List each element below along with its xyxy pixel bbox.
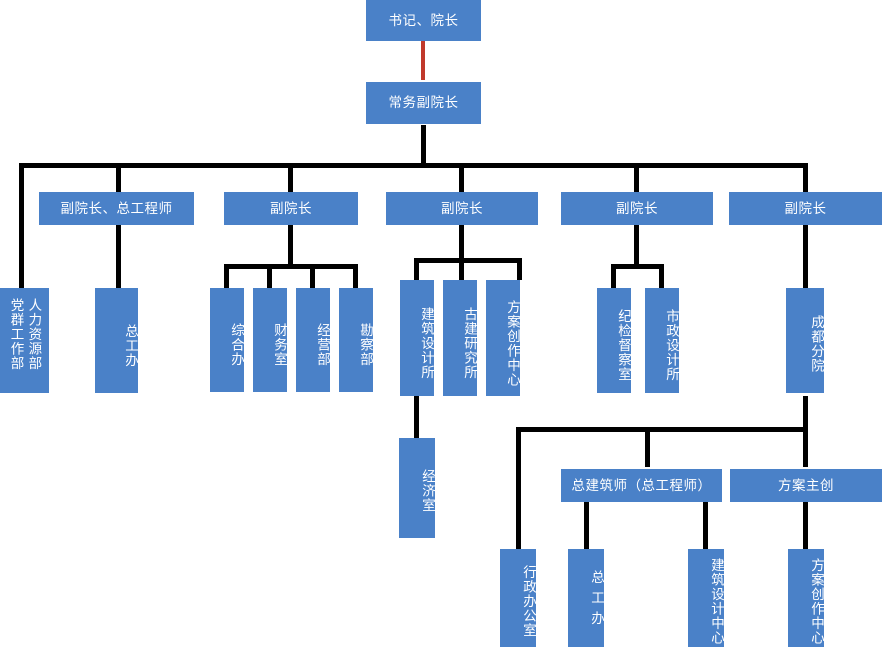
node-economics-office[interactable]: 经济室 <box>399 438 435 538</box>
node-vice-president-4-label: 副院长 <box>616 200 658 216</box>
connector-main-bus <box>19 163 808 168</box>
connector-vp4-to-municipal-design-institute <box>659 264 664 288</box>
connector-chengdu-branch-bus <box>516 427 808 432</box>
node-vice-president-3-label: 副院长 <box>441 200 483 216</box>
connector-vp3-to-architecture-institute <box>414 258 419 280</box>
node-survey-department[interactable]: 勘察部 <box>339 288 373 392</box>
connector-executive-vp-down <box>421 125 426 165</box>
connector-architecture-institute-to-economics-office <box>414 396 419 440</box>
node-president-label: 书记、院长 <box>388 12 459 28</box>
connector-vp3-to-scheme-creation-center <box>517 258 522 280</box>
connector-vp2-to-operations-dept <box>310 264 315 288</box>
node-scheme-lead-label: 方案主创 <box>778 477 834 493</box>
connector-vp2-to-survey-dept <box>353 264 358 288</box>
connector-vp2-down <box>288 224 293 266</box>
node-scheme-creation-center-branch-label: 方案创作中心 <box>809 557 824 645</box>
connector-vp3-to-ancient-architecture-institute <box>459 258 464 280</box>
connector-vp5-to-chengdu-branch <box>803 224 808 288</box>
node-survey-department-label: 勘察部 <box>358 323 373 367</box>
connector-bus-to-vp4 <box>634 163 639 193</box>
node-chief-architect[interactable]: 总建筑师（总工程师） <box>561 469 722 502</box>
node-scheme-creation-center-top-label: 方案创作中心 <box>505 299 520 387</box>
node-general-office[interactable]: 综合办 <box>210 288 244 392</box>
connector-bus-to-hr-department <box>19 163 24 288</box>
node-vice-president-2[interactable]: 副院长 <box>224 192 358 225</box>
connector-vp4-to-discipline-inspection <box>611 264 616 288</box>
node-party-affairs-department-label: 党群工作部 <box>8 298 24 371</box>
connector-branch-to-chief-architect <box>645 427 650 467</box>
connector-vp2-to-general-office <box>224 264 229 288</box>
node-architecture-design-institute[interactable]: 建筑设计所 <box>400 280 434 396</box>
node-chengdu-branch-label: 成都分院 <box>809 314 824 373</box>
node-vice-president-4[interactable]: 副院长 <box>561 192 713 225</box>
node-vice-president-2-label: 副院长 <box>270 200 312 216</box>
node-chief-engineer-office-branch-label: 总工办 <box>589 570 604 632</box>
connector-vp3-down <box>459 224 464 260</box>
connector-branch-to-scheme-lead <box>803 427 808 467</box>
node-ancient-architecture-institute[interactable]: 古建研究所 <box>443 280 477 396</box>
node-executive-vice-president[interactable]: 常务副院长 <box>366 82 481 124</box>
node-hr-department-label: 人力资源部 <box>26 298 42 371</box>
node-ancient-architecture-institute-label: 古建研究所 <box>462 306 477 380</box>
node-municipal-design-institute[interactable]: 市政设计所 <box>645 288 679 393</box>
node-architecture-design-center-label: 建筑设计中心 <box>709 557 724 645</box>
connector-bus-to-vp3 <box>459 163 464 193</box>
connector-president-to-executive-vp <box>421 40 425 80</box>
node-finance-office-label: 财务室 <box>272 323 287 367</box>
connector-chengdu-branch-down <box>803 396 808 430</box>
connector-chief-architect-to-architecture-design-center <box>703 502 708 549</box>
connector-vp2-bus <box>224 264 358 269</box>
node-architecture-design-center[interactable]: 建筑设计中心 <box>688 549 724 647</box>
node-hr-and-party-affairs[interactable]: 人力资源部 党群工作部 <box>0 288 49 393</box>
node-chief-engineer-office[interactable]: 总工办 <box>95 288 138 393</box>
node-executive-vice-president-label: 常务副院长 <box>388 95 459 111</box>
node-operations-department-label: 经营部 <box>315 323 330 367</box>
node-president[interactable]: 书记、院长 <box>366 0 481 41</box>
node-municipal-design-institute-label: 市政设计所 <box>664 309 679 382</box>
node-scheme-creation-center-branch[interactable]: 方案创作中心 <box>788 549 824 647</box>
node-economics-office-label: 经济室 <box>420 469 435 513</box>
node-chief-engineer-office-branch[interactable]: 总工办 <box>568 549 604 647</box>
connector-vp3-bus <box>414 258 522 263</box>
node-administrative-office[interactable]: 行政办公室 <box>500 549 536 647</box>
node-vice-president-5-label: 副院长 <box>784 200 827 216</box>
node-administrative-office-label: 行政办公室 <box>521 564 536 638</box>
node-discipline-inspection-office[interactable]: 纪检督察室 <box>597 288 631 393</box>
connector-bus-to-vp5 <box>803 163 808 193</box>
node-chief-architect-label: 总建筑师（总工程师） <box>571 477 712 493</box>
connector-bus-to-vp2 <box>288 163 293 193</box>
node-finance-office[interactable]: 财务室 <box>253 288 287 392</box>
node-chief-engineer-office-label: 总工办 <box>123 323 138 368</box>
node-scheme-creation-center-top[interactable]: 方案创作中心 <box>486 280 520 396</box>
connector-vp4-bus <box>611 264 664 269</box>
connector-branch-to-admin-office <box>516 427 521 549</box>
node-vice-president-3[interactable]: 副院长 <box>386 192 538 225</box>
node-hr-and-party-affairs-columns: 人力资源部 党群工作部 <box>8 288 42 393</box>
connector-vp2-to-finance-office <box>267 264 272 288</box>
node-scheme-lead[interactable]: 方案主创 <box>730 469 882 502</box>
node-chengdu-branch[interactable]: 成都分院 <box>786 288 824 393</box>
connector-vp4-down <box>634 224 639 266</box>
connector-vp1-to-chief-engineer-office <box>116 224 121 288</box>
node-architecture-design-institute-label: 建筑设计所 <box>419 306 434 380</box>
connector-scheme-lead-to-scheme-creation-center <box>803 502 808 549</box>
node-vice-president-5[interactable]: 副院长 <box>729 192 882 225</box>
node-general-office-label: 综合办 <box>229 323 244 367</box>
connector-chief-architect-to-chief-engineer-office <box>584 502 589 549</box>
node-vice-president-chief-engineer-label: 副院长、总工程师 <box>60 200 173 216</box>
connector-bus-to-vp1 <box>116 163 121 193</box>
node-discipline-inspection-office-label: 纪检督察室 <box>616 309 631 382</box>
node-operations-department[interactable]: 经营部 <box>296 288 330 392</box>
node-vice-president-chief-engineer[interactable]: 副院长、总工程师 <box>39 192 194 225</box>
